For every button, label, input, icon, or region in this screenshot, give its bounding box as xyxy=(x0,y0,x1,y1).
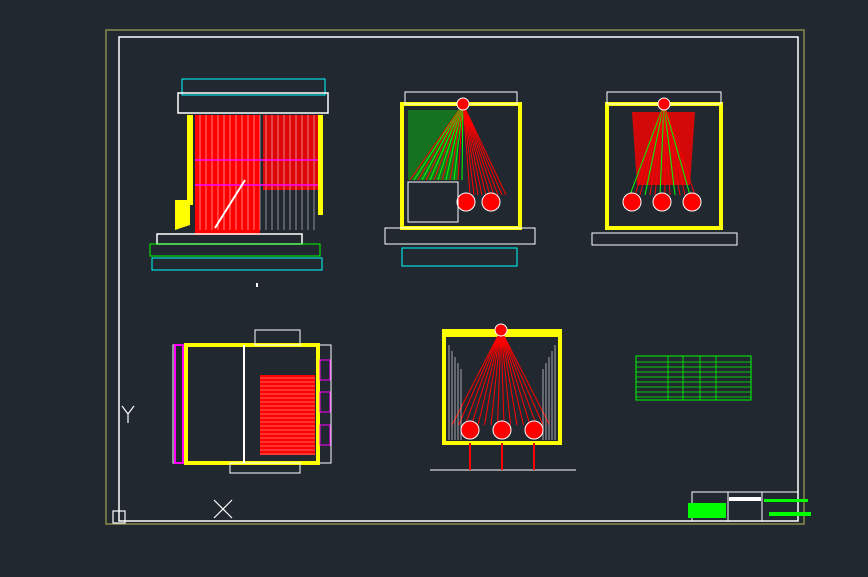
cad-line xyxy=(663,103,671,196)
cad-line xyxy=(663,103,666,196)
cad-line xyxy=(500,329,505,426)
cross-section-view[interactable] xyxy=(430,323,576,471)
cad-line xyxy=(663,103,676,196)
cad-line xyxy=(663,103,681,196)
cad-line xyxy=(471,329,502,426)
cad-line xyxy=(462,103,491,196)
ucs-axis-icon xyxy=(112,405,233,524)
cad-line xyxy=(461,103,464,181)
cad-line xyxy=(663,103,686,196)
cad-line xyxy=(649,103,665,196)
cad-line xyxy=(409,103,464,181)
rear-section-view[interactable] xyxy=(591,91,738,246)
cad-line xyxy=(464,329,502,426)
cad-line xyxy=(497,329,502,426)
cad-line xyxy=(445,103,464,181)
cad-line xyxy=(441,103,464,181)
cad-line xyxy=(421,103,464,181)
cad-line xyxy=(462,103,503,196)
cad-line xyxy=(629,103,665,196)
cad-line xyxy=(417,103,464,181)
cad-line xyxy=(437,103,464,181)
cad-line xyxy=(663,103,691,196)
cad-line xyxy=(654,103,665,196)
specification-table[interactable] xyxy=(635,355,752,401)
cad-line xyxy=(433,103,464,181)
cad-line xyxy=(500,329,537,426)
cad-line xyxy=(462,103,499,196)
sheet-border xyxy=(105,29,805,525)
title-block[interactable] xyxy=(688,491,811,522)
cad-line xyxy=(644,103,665,196)
side-elevation-view[interactable] xyxy=(149,78,329,287)
cad-line xyxy=(500,329,550,426)
cad-line xyxy=(462,103,495,196)
cad-line xyxy=(477,329,502,426)
cad-line xyxy=(453,103,464,181)
cad-line xyxy=(500,329,518,426)
cad-line xyxy=(457,103,464,181)
front-section-view[interactable] xyxy=(384,91,536,267)
cad-line xyxy=(462,103,471,196)
cad-line xyxy=(451,329,502,426)
cad-line xyxy=(634,103,665,196)
cad-line xyxy=(500,329,524,426)
cad-line xyxy=(462,103,483,196)
cad-line xyxy=(500,329,544,426)
cad-line xyxy=(663,103,696,196)
cad-line xyxy=(462,103,479,196)
cad-line xyxy=(413,103,464,181)
cad-line xyxy=(462,103,507,196)
cad-line xyxy=(449,103,464,181)
cad-line xyxy=(490,329,502,426)
cad-line xyxy=(462,103,475,196)
cad-line xyxy=(484,329,502,426)
cad-line xyxy=(659,103,665,196)
cad-line xyxy=(500,329,531,426)
cad-line xyxy=(425,103,464,181)
plan-view[interactable] xyxy=(172,329,332,474)
cad-line xyxy=(429,103,464,181)
drawing-frame xyxy=(118,36,799,522)
cad-line xyxy=(500,329,511,426)
cad-line xyxy=(639,103,665,196)
cad-line xyxy=(458,329,502,426)
cad-line xyxy=(462,103,487,196)
